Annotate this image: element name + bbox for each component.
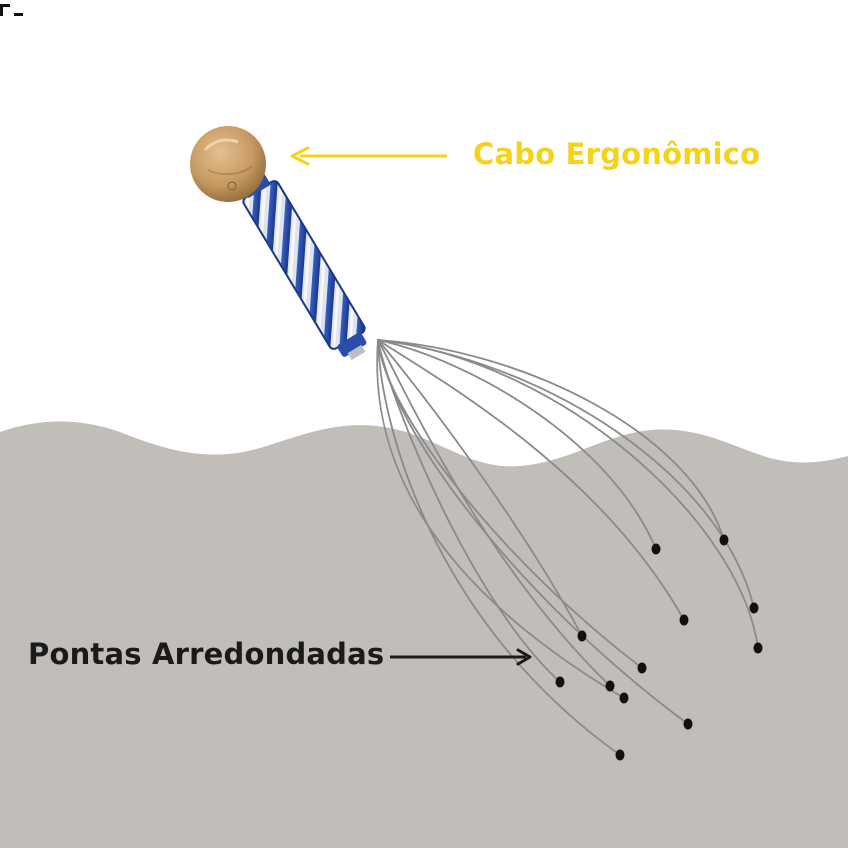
wave-background — [0, 421, 848, 848]
tip-bead — [615, 749, 625, 761]
wire — [377, 339, 611, 687]
tip-bead — [605, 680, 615, 692]
wire — [377, 339, 759, 649]
massager-wires — [376, 339, 759, 756]
tip-bead — [637, 662, 647, 674]
wire — [377, 339, 657, 550]
corner-mark — [0, 4, 23, 16]
handle-label: Cabo Ergonômico — [473, 137, 761, 171]
wire — [377, 339, 583, 637]
tip-bead — [753, 642, 763, 654]
arrow-to-handle — [290, 146, 447, 166]
wire — [377, 339, 685, 621]
tip-bead — [749, 602, 759, 614]
arrow-to-tips — [390, 648, 532, 666]
tip-bead — [619, 692, 629, 704]
wire — [377, 339, 643, 669]
tips-label: Pontas Arredondadas — [28, 637, 385, 671]
tip-bead — [577, 630, 587, 642]
wire — [376, 339, 625, 699]
tip-bead — [719, 534, 729, 546]
wooden-ball — [190, 126, 266, 202]
wire — [377, 339, 725, 541]
wire-tips — [555, 534, 763, 761]
tip-bead — [555, 676, 565, 688]
tip-bead — [683, 718, 693, 730]
tip-bead — [679, 614, 689, 626]
tip-bead — [651, 543, 661, 555]
